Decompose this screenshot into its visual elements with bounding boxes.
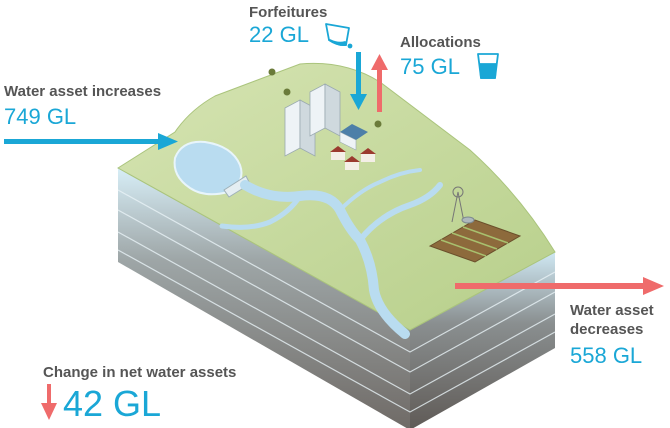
forfeitures-label: Forfeitures — [249, 4, 328, 21]
forfeitures-arrow — [350, 52, 367, 110]
city-buildings — [284, 83, 368, 157]
net-change-value: 42 GL — [63, 383, 162, 424]
water-glass-pouring-icon — [325, 23, 353, 49]
increase-arrow — [4, 133, 178, 150]
net-change-label: Change in net water assets — [43, 364, 237, 381]
farm-field — [428, 219, 522, 263]
river — [240, 180, 410, 339]
river-tributary-3 — [338, 168, 422, 212]
river-tributary-1 — [357, 182, 443, 243]
landscape-block — [117, 62, 556, 428]
decreases-value: 558 GL — [570, 343, 643, 368]
river-tributary-2 — [219, 193, 303, 230]
decrease-arrow — [455, 277, 664, 295]
grass-surface — [117, 62, 556, 331]
net-change-arrow — [41, 384, 57, 420]
allocations-label: Allocations — [400, 34, 481, 51]
water-glass-icon — [477, 53, 499, 79]
decreases-label-line1: Water asset — [570, 302, 654, 319]
increases-value: 749 GL — [4, 104, 77, 129]
soil-right-face — [410, 252, 555, 428]
trees — [268, 68, 382, 128]
rock-layers — [117, 189, 556, 413]
allocations-value: 75 GL — [400, 54, 460, 79]
windmill — [451, 186, 475, 224]
decreases-label-line2: decreases — [570, 321, 644, 338]
increases-label: Water asset increases — [4, 83, 162, 100]
soil-left-face — [118, 168, 410, 428]
allocations-arrow — [371, 54, 388, 112]
forfeitures-value: 22 GL — [249, 22, 309, 47]
houses — [330, 146, 376, 170]
